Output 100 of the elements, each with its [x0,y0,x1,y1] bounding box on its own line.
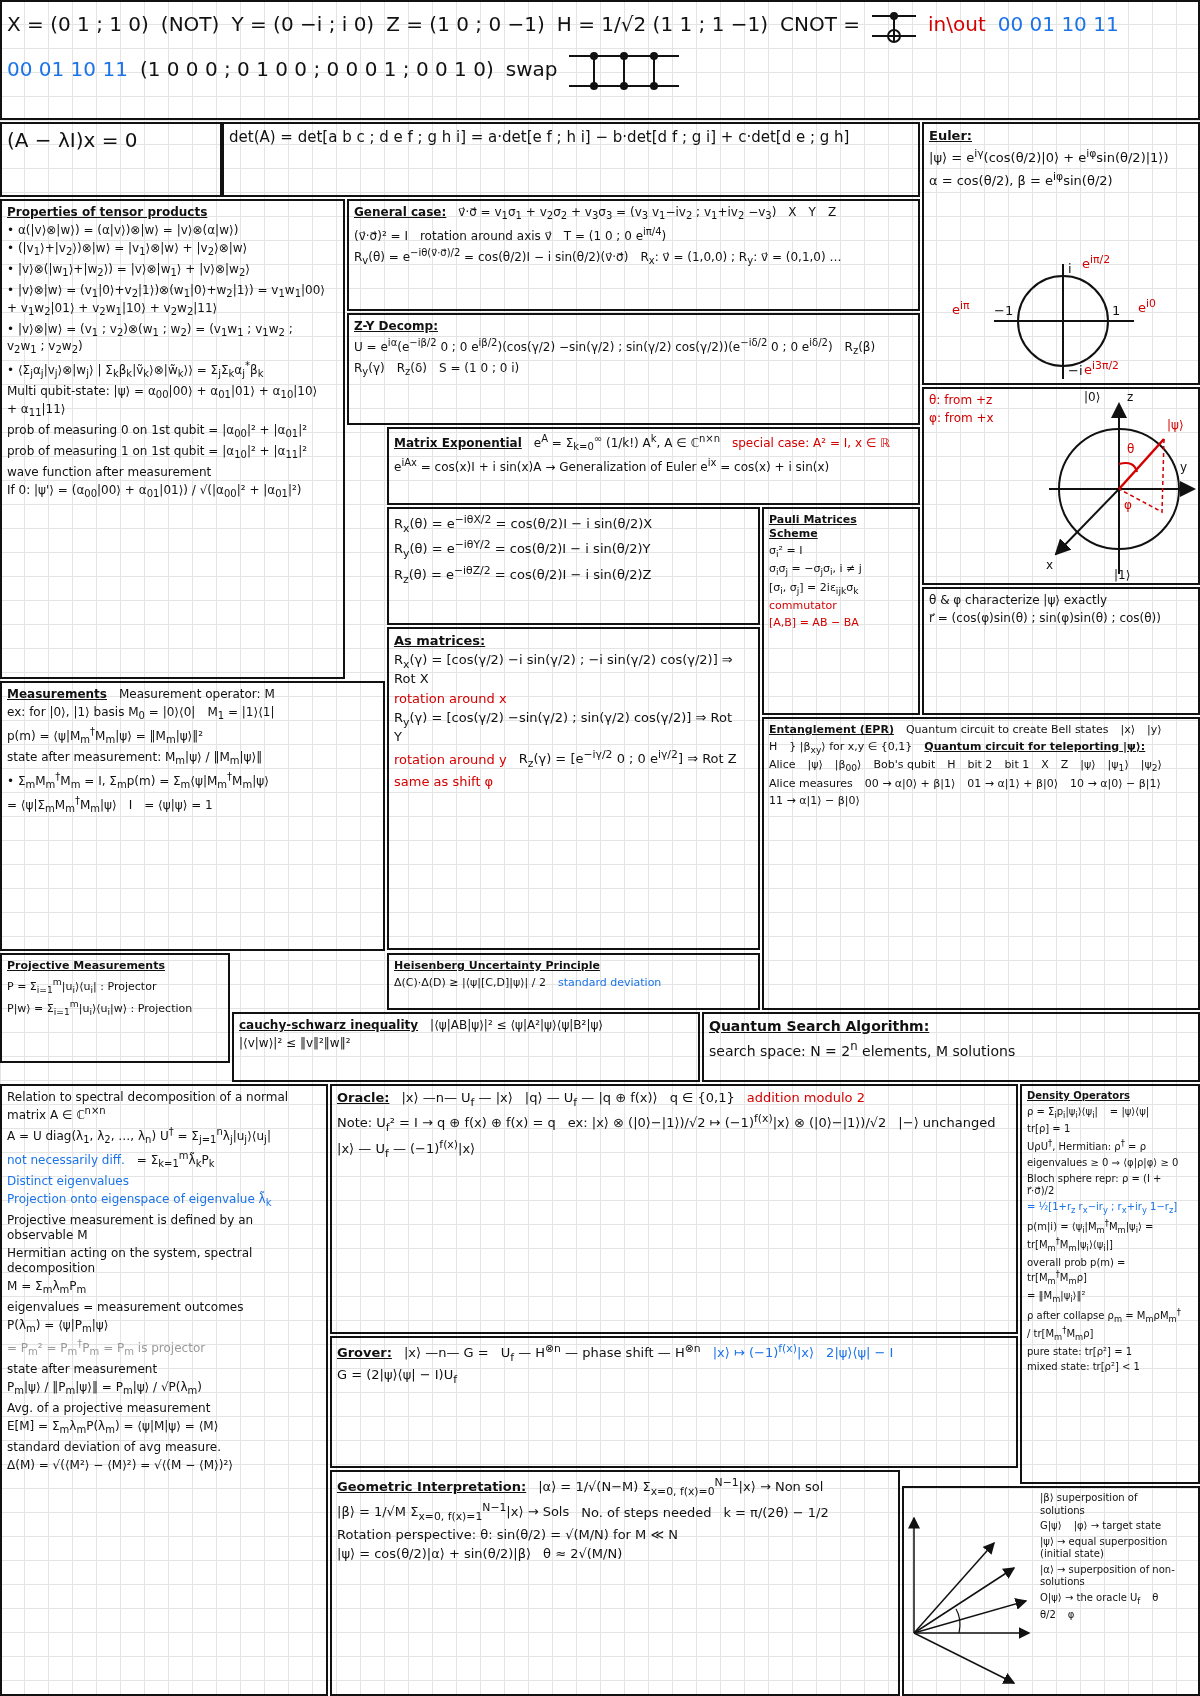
formula-text: state after measurement: M$_{m}$|ψ⟩ / ‖M$_{m}$|ψ⟩‖ [7,749,263,768]
formula-text: R$_{z}$(θ) = e$^{−iθZ/2}$ = cos(θ/2)I − i sin(θ/2)Z [394,563,652,587]
formula-text: i [1068,262,1072,277]
formula-text: T = (1 0 ; 0 e$^{iπ/4}$) [563,225,667,244]
formula-text: = ½[1+r$_{z}$ r$_{x}$−ir$_{y}$ ; r$_{x}$+ir$_{y}$ 1−r$_{z}$] [1027,1200,1178,1216]
formula-text: R$_{x}$(γ) = [cos(γ/2) −i sin(γ/2) ; −i sin(γ/2) cos(γ/2)] ⇒ Rot X [394,652,734,688]
formula-text: } |β$_{xy}$⟩ for x,y ∈ {0,1} [789,739,913,756]
formula-text: α = cos(θ/2), β = e$^{iφ}$sin(θ/2) [929,169,1113,190]
formula-text: P$_{m}$|ψ⟩ / ‖P$_{m}$|ψ⟩‖ = P$_{m}$|ψ⟩ / √P(λ$_{m}$) [7,1380,203,1399]
formula-text: mixed state: tr[ρ²] < 1 [1027,1361,1140,1374]
section-panel [330,1084,1018,1334]
section-panel [387,427,920,505]
formula-text: 00 01 10 11 [997,12,1119,37]
formula-text: X [788,205,797,220]
formula-text: CNOT = [780,12,861,37]
formula-text: Bloch sphere repr: ρ = (I + r⃗·σ⃗)/2 [1027,1172,1163,1198]
formula-text: prob of measuring 1 on 1st qubit = |α$_{10}$|² + |α$_{11}$|² [7,443,307,462]
formula-text: |1⟩ [1114,569,1131,583]
section-panel [0,122,222,197]
formula-text: p(m) = ⟨ψ|M$_{m}$$^{†}$M$_{m}$|ψ⟩ = ‖M$_{m}$|ψ⟩‖² [7,725,204,747]
formula-text: e$^{i0}$ [1138,298,1156,316]
formula-text: (v⃗·σ⃗)² = I [354,228,408,244]
formula-text: det(A) = det[a b c ; d e f ; g h i] = a·det[e f ; h i] − b·det[d f ; g i] + c·det[d e ; g h] [229,128,850,147]
formula-text: ex: for |0⟩, |1⟩ basis M$_{0}$ = |0⟩⟨0| [7,705,196,723]
formula-text: standard deviation of avg measure. [7,1440,222,1456]
section-panel [347,199,920,311]
section-heading: Heisenberg Uncertainty Principle [394,959,600,973]
formula-text: bit 1 [1004,758,1030,773]
section-heading: Projective Measurements [7,959,165,973]
formula-text: R$_{x}$(θ) = e$^{−iθX/2}$ = cos(θ/2)I − i sin(θ/2)X [394,513,653,536]
formula-text: θ/2 [1040,1608,1056,1622]
formula-text: |⟨v|w⟩|² ≤ ‖v‖²‖w‖² [239,1036,351,1051]
formula-text: Z = (1 0 ; 0 −1) [386,12,545,37]
section-panel [0,953,230,1063]
formula-text: ex: |x⟩ ⊗ (|0⟩−|1⟩)/√2 ↦ (−1)$^{f(x)}$|x⟩ ⊗ (|0⟩−|1⟩)/√2 [567,1112,887,1132]
formula-text: If 0: |ψ'⟩ = (α$_{00}$|00⟩ + α$_{01}$|01⟩) / √(|α$_{00}$|² + |α$_{01}$|²) [7,482,302,501]
formula-text: = ⟨ψ|Σ$_{m}$M$_{m}$$^{†}$M$_{m}$|ψ⟩ [7,794,117,816]
formula-text: 01 → α|1⟩ + β|0⟩ [967,777,1059,791]
formula-text: ρ = Σ$_{i}$p$_{i}$|ψ$_{i}$⟩⟨ψ$_{i}$| [1027,1105,1098,1120]
formula-text: φ [1124,499,1132,513]
formula-text: • |v⟩⊗(|w$_{1}$⟩+|w$_{2}$⟩) = |v⟩⊗|w$_{1}$⟩ + |v⟩⊗|w$_{2}$⟩ [7,261,250,280]
formula-text: G|ψ⟩ [1040,1520,1062,1533]
formula-text: M = Σ$_{m}$λ$_{m}$P$_{m}$ [7,1278,87,1297]
section-panel [902,1486,1200,1696]
formula-text: r⃗ = (cos(φ)sin(θ) ; sin(φ)sin(θ) ; cos(θ)) [929,611,1161,626]
formula-text: I [128,797,133,813]
section-heading: Quantum circuit for teleporting |ψ⟩: [924,739,1146,754]
formula-text: Rotation perspective: θ: sin(θ/2) = √(M/N) for M ≪ N [337,1526,678,1544]
formula-text: Y [808,205,816,220]
formula-text: 2|ψ⟩⟨ψ| − I [826,1345,894,1362]
formula-text: state after measurement [7,1362,158,1378]
formula-text: 00 01 10 11 [7,57,128,82]
section-heading: Geometric Interpretation: [337,1479,527,1496]
formula-text: Alice measures [769,777,853,791]
section-panel [922,387,1200,585]
formula-text: O|ψ⟩ → the oracle U$_{f}$ [1040,1591,1141,1606]
formula-text: e$^{iAx}$ = cos(x)I + i sin(x)A → Generalization of Euler e$^{ix}$ = cos(x) + i sin(x) [394,456,830,475]
formula-text: bit 2 [967,758,993,773]
formula-text: Projective measurement is defined by an observable M [7,1212,255,1243]
formula-text: |x⟩ —n— G = [403,1345,489,1362]
formula-text: P = Σ$_{i=1}$$^{m}$|u$_{i}$⟩⟨u$_{i}$| : Projector [7,975,157,996]
formula-text: 10 → α|0⟩ − β|1⟩ [1070,777,1161,791]
formula-text: H [947,758,956,773]
section-panel [702,1012,1200,1082]
formula-text: UρU$^{†}$, Hermitian: ρ$^{†}$ = ρ [1027,1138,1146,1155]
formula-text: Z [1060,758,1069,773]
formula-text: wave function after measurement [7,464,212,480]
section-panel [387,507,760,625]
formula-text: Z [827,205,837,220]
formula-text: |y⟩ [1147,723,1162,737]
formula-text: |x⟩ [1120,723,1135,737]
formula-text: |ψ⟩ [807,758,823,773]
formula-text: R$_{y}$(θ) = e$^{−iθY/2}$ = cos(θ/2)I − i sin(θ/2)Y [394,538,651,561]
formula-text: q ∈ {0,1} [669,1090,735,1107]
formula-text: |ψ⟩ = e$^{iγ}$(cos(θ/2)|0⟩ + e$^{iφ}$sin(θ/2)|1⟩) [929,147,1169,167]
formula-text: φ [1067,1608,1075,1622]
formula-text: θ & φ characterize |ψ⟩ exactly [929,593,1108,608]
formula-text: Projection onto eigenspace of eigenvalue λ̃$_{k}$ [7,1191,272,1210]
formula-text: x [1046,559,1054,573]
formula-text: Note: U$_{f}$² = I → q ⊕ f(x) ⊕ f(x) = q [337,1115,556,1135]
formula-text: Distinct eigenvalues [7,1173,129,1189]
section-heading: Z-Y Decomp: [354,319,438,334]
formula-text: Avg. of a projective measurement [7,1401,211,1417]
formula-text: |x⟩ —n— U$_{f}$ — |x⟩ [401,1090,513,1110]
formula-text: Relation to spectral decomposition of a normal matrix A ∈ ℂ$^{n×n}$ [7,1090,290,1123]
formula-text: 1 [1112,304,1121,319]
formula-text: X [1041,758,1049,773]
formula-text: θ [1152,1591,1159,1604]
formula-text: S = (1 0 ; 0 i) [439,360,520,376]
formula-text: addition modulo 2 [746,1090,865,1107]
formula-text: R$_{z}$(γ) = [e$^{−iγ/2}$ 0 ; 0 e$^{iγ/2}$] ⇒ Rot Z [518,748,737,771]
section-panel [0,681,385,951]
section-heading: Properties of tensor products [7,205,208,220]
formula-text: swap [505,57,558,82]
formula-text: σ$_{i}$² = I [769,543,803,560]
formula-text: P|w⟩ = Σ$_{i=1}$$^{m}$|u$_{i}$⟩⟨u$_{i}$|w⟩ : Projection [7,998,193,1018]
formula-text: overall prob p(m) = tr[M$_{m}$$^{†}$M$_{m}$ρ] [1027,1256,1127,1287]
formula-text: rotation around x [394,690,507,707]
formula-text: Δ(C)·Δ(D) ≥ |⟨ψ|[C,D]|ψ⟩| / 2 [394,975,546,990]
formula-text: e$^{iπ/2}$ [1082,254,1111,272]
